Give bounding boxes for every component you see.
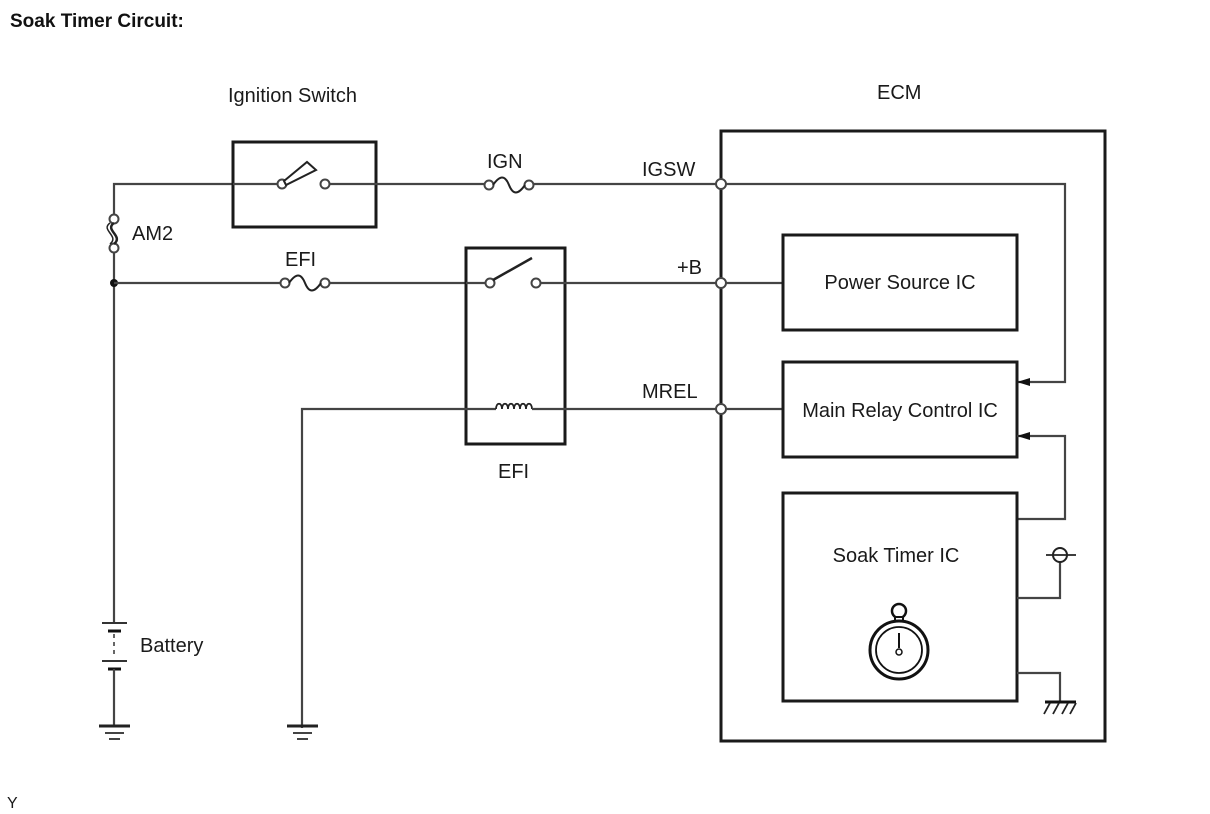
- ecm-label: ECM: [877, 82, 921, 104]
- relay-coil-icon: [495, 402, 533, 410]
- efi-relay-label: EFI: [498, 461, 529, 483]
- relay-contact-arm-icon: [492, 256, 533, 282]
- ignition-switch: [231, 140, 378, 229]
- arrow-icon: [1017, 378, 1030, 386]
- igsw-terminal: [715, 178, 727, 190]
- left-supply-rail: [110, 182, 233, 622]
- relay-contact-terminal: [484, 277, 496, 289]
- battery-label: Battery: [140, 635, 203, 657]
- main-relay-control-ic-label: Main Relay Control IC: [802, 400, 998, 422]
- efi-relay: [464, 246, 567, 446]
- footer-mark: Y: [7, 795, 18, 812]
- ground-symbol-icon: [99, 724, 130, 740]
- ign-fuse-label: IGN: [487, 151, 523, 173]
- efi-fuse-icon: [279, 274, 331, 292]
- am2-fuse-label: AM2: [132, 223, 173, 245]
- power-supply-symbol-icon: [1046, 547, 1076, 563]
- ignition-switch-label: Ignition Switch: [228, 85, 357, 107]
- relay-contact-terminal: [530, 277, 542, 289]
- mrel-terminal-label: MREL: [642, 381, 698, 403]
- efi-fuse-label: EFI: [285, 249, 316, 271]
- arrow-icon: [1017, 432, 1030, 440]
- battery-icon: [102, 622, 127, 727]
- key-switch-lever-icon: [282, 160, 318, 187]
- chassis-ground-icon: [1043, 700, 1077, 715]
- mrel-terminal: [715, 403, 727, 415]
- ign-fuse-icon: [483, 176, 535, 194]
- b-plus-terminal: [715, 277, 727, 289]
- ground-symbol-icon: [287, 724, 318, 740]
- soak-timer-ic-label: Soak Timer IC: [833, 545, 960, 567]
- switch-terminal: [319, 178, 331, 190]
- power-source-ic-label: Power Source IC: [824, 272, 975, 294]
- igsw-terminal-label: IGSW: [642, 159, 695, 181]
- stopwatch-icon: [868, 602, 930, 681]
- power-source-ic-box: [781, 233, 1019, 332]
- am2-fuse-icon: [106, 213, 120, 254]
- diagram-title: Soak Timer Circuit:: [10, 11, 184, 32]
- b-plus-terminal-label: +B: [677, 257, 702, 279]
- main-relay-control-ic-box: [781, 360, 1019, 459]
